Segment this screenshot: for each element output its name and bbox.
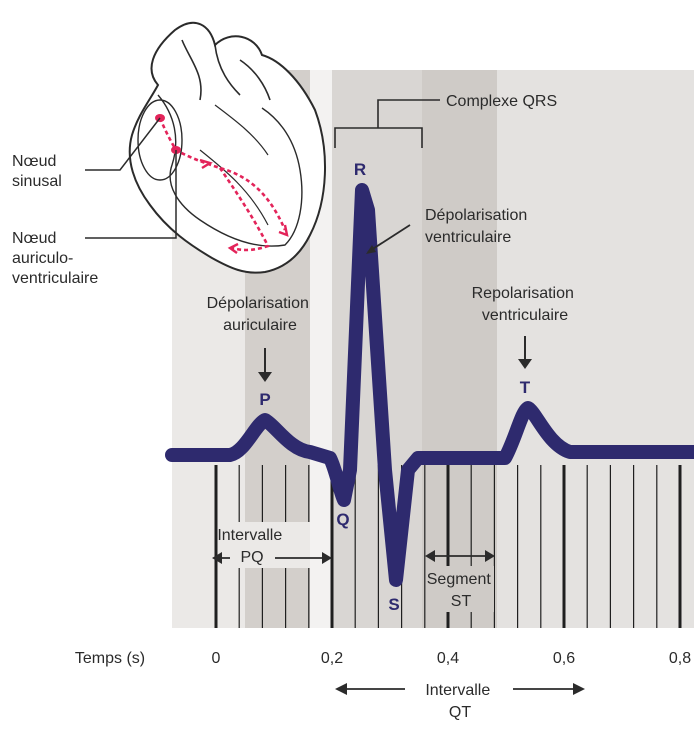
time-axis-tick-label: 0,4 bbox=[437, 650, 459, 667]
ecg-trace bbox=[165, 183, 694, 587]
time-axis-tick-label: 0,6 bbox=[553, 650, 575, 667]
av-node-label: Nœud auriculo- ventriculaire bbox=[12, 230, 98, 287]
st-arrowhead-right bbox=[485, 550, 495, 562]
time-axis-ticks: 0 0,2 0,4 0,6 0,8 bbox=[212, 650, 692, 667]
wave-s-label: S bbox=[388, 595, 399, 614]
ventricular-depol-arrow bbox=[367, 224, 411, 253]
atrial-depol-label-line: auriculaire bbox=[223, 317, 297, 334]
av-node-label-line: auriculo- bbox=[12, 250, 73, 267]
av-leader bbox=[85, 150, 177, 239]
st-label-bg bbox=[430, 566, 494, 612]
sinus-node-label: Nœud sinusal bbox=[12, 153, 62, 190]
time-axis-tick-label: 0 bbox=[212, 650, 221, 667]
wave-p-label: P bbox=[259, 390, 270, 409]
pq-label-bg bbox=[218, 522, 310, 568]
sinus-node-label-line: Nœud bbox=[12, 153, 56, 170]
ventricular-repol-label-line: Repolarisation bbox=[472, 285, 574, 302]
pq-arrowhead-left bbox=[212, 552, 222, 564]
conduction-pathway bbox=[158, 117, 287, 252]
wave-t-label: T bbox=[520, 378, 531, 397]
heart-illustration bbox=[85, 21, 326, 274]
qt-arrowhead-left bbox=[335, 683, 347, 695]
atrial-depol-label-line: Dépolarisation bbox=[207, 295, 309, 312]
sinus-leader bbox=[85, 117, 161, 171]
conduction-arrow-1 bbox=[199, 158, 213, 170]
st-segment-label-line: Segment bbox=[427, 571, 492, 588]
ventricular-depol-label-line: ventriculaire bbox=[425, 229, 511, 246]
qrs-complex-label: Complexe QRS bbox=[446, 93, 557, 110]
pq-arrowhead-right bbox=[322, 552, 332, 564]
heart-inner-wall bbox=[157, 94, 303, 247]
heart-septum bbox=[199, 104, 269, 226]
heart-aorta bbox=[181, 39, 271, 101]
ventricular-repol-label-line: ventriculaire bbox=[482, 307, 568, 324]
pq-interval-label: Intervalle PQ bbox=[217, 527, 286, 566]
conduction-arrow-3 bbox=[227, 242, 239, 254]
wave-q-label: Q bbox=[336, 510, 349, 529]
ventricular-depol-label-line: Dépolarisation bbox=[425, 207, 527, 224]
wave-r-label: R bbox=[354, 160, 366, 179]
band-t bbox=[497, 70, 694, 628]
band-st bbox=[422, 70, 497, 628]
st-arrowhead-left bbox=[425, 550, 435, 562]
atrial-depol-label: Dépolarisation auriculaire bbox=[207, 295, 314, 334]
ventricular-repol-label: Repolarisation ventriculaire bbox=[472, 285, 579, 324]
qt-interval-label-line: QT bbox=[449, 704, 471, 721]
ventricular-depol-arrowhead bbox=[366, 245, 376, 254]
qt-interval-label: Intervalle QT bbox=[425, 682, 494, 721]
time-axis-tick-label: 0,2 bbox=[321, 650, 343, 667]
conduction-arrow-2 bbox=[278, 224, 289, 237]
qt-arrowhead-right bbox=[573, 683, 585, 695]
av-node-label-line: Nœud bbox=[12, 230, 56, 247]
ventricular-repol-arrowhead bbox=[518, 359, 532, 369]
pq-interval-label-line: PQ bbox=[240, 549, 263, 566]
sinus-node-label-line: sinusal bbox=[12, 173, 62, 190]
ventricular-depol-label: Dépolarisation ventriculaire bbox=[425, 207, 532, 246]
pq-interval-label-line: Intervalle bbox=[217, 527, 282, 544]
time-axis-label: Temps (s) bbox=[75, 650, 145, 667]
qrs-bracket bbox=[334, 99, 440, 148]
heart-right-atrium bbox=[137, 99, 183, 181]
time-axis-tick-label: 0,8 bbox=[669, 650, 691, 667]
av-node-label-line: ventriculaire bbox=[12, 270, 98, 287]
qt-interval-label-line: Intervalle bbox=[425, 682, 490, 699]
time-grid bbox=[214, 465, 682, 628]
st-segment-label-line: ST bbox=[451, 593, 472, 610]
atrial-depol-arrowhead bbox=[258, 372, 272, 382]
st-segment-label: Segment ST bbox=[427, 571, 496, 610]
